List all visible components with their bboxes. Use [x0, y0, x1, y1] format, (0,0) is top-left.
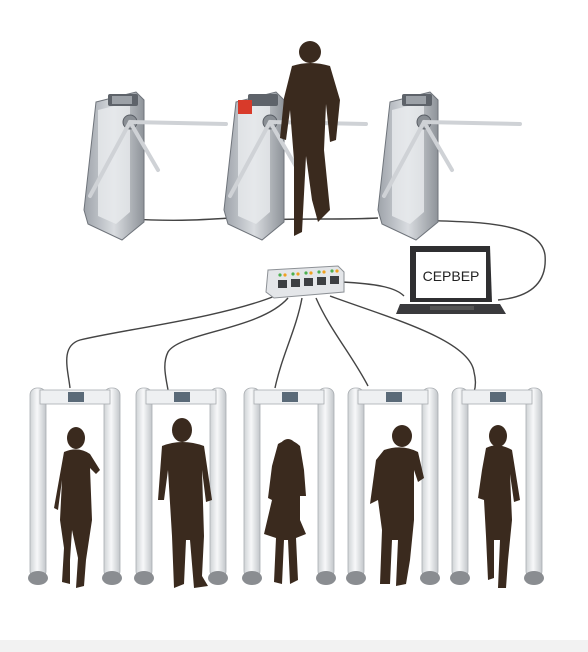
person-silhouette-4 — [370, 425, 424, 586]
person-silhouette-center — [280, 41, 340, 236]
alert-indicator — [238, 100, 252, 114]
turnstile-left — [82, 90, 228, 242]
turnstile-right — [376, 90, 522, 242]
person-silhouette-2 — [158, 418, 212, 588]
network-switch — [265, 265, 345, 299]
server-label: СЕРВЕР — [423, 268, 480, 284]
person-silhouette-5 — [478, 425, 520, 588]
person-silhouette-3 — [264, 439, 306, 584]
switch-ports — [278, 269, 339, 288]
person-silhouette-1 — [54, 427, 100, 588]
detector-cables — [66, 295, 477, 393]
server-laptop: СЕРВЕР — [396, 246, 506, 314]
bottom-border — [0, 640, 588, 652]
turnstile-center — [222, 90, 368, 242]
